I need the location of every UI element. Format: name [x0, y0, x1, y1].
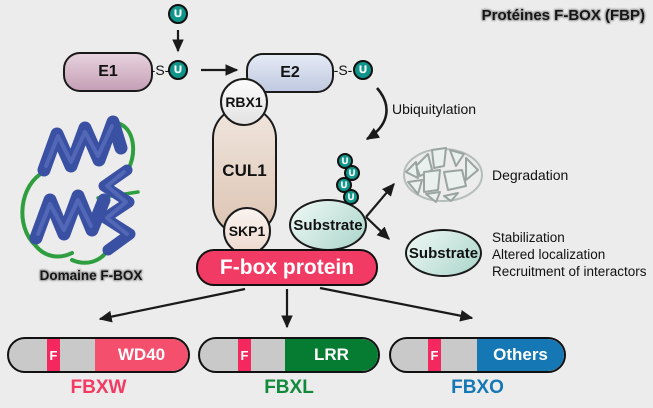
f-motif-stripe-fbxw: F [47, 339, 60, 371]
wd40-domain-section: WD40 [95, 339, 188, 371]
family-pill-fbxl: F LRR [198, 337, 380, 373]
f-motif-stripe-fbxo: F [428, 339, 441, 371]
family-label-fbxl: FBXL [264, 377, 314, 398]
family-label-fbxw: FBXW [70, 377, 127, 398]
ubiquitin-icon-e1: U [168, 60, 188, 80]
diagram-title: Protéines F-BOX (FBP) [481, 7, 645, 24]
thioester-linker-e2: -S- [333, 62, 353, 78]
ubiquitin-icon-free: U [168, 4, 188, 24]
ubiquitylation-label: Ubiquitylation [392, 101, 477, 117]
ubiquitin-icon-e2: U [353, 60, 373, 80]
skp1-adapter: SKP1 [223, 207, 271, 255]
ubiquitin-icon-chain-2: U [344, 165, 360, 181]
outcome-list: Stabilization Altered localization Recru… [492, 229, 647, 280]
outcome-recruitment: Recruitment of interactors [492, 264, 647, 279]
arrow-fbox-to-fbxw [98, 287, 246, 323]
arrow-substrate-to-degradation [365, 183, 395, 218]
e1-enzyme: E1 [63, 52, 153, 92]
thioester-linker-e1: -S- [150, 62, 170, 78]
rbx1-subunit: RBX1 [220, 78, 268, 126]
cul1-scaffold: CUL1 [212, 106, 277, 236]
domaine-fbox-label: Domaine F-BOX [39, 268, 143, 283]
family-pill-fbxw: F WD40 [7, 337, 190, 373]
arrow-substrate-to-stabilization [365, 216, 390, 240]
others-domain-section: Others [477, 339, 564, 371]
arrow-fbox-to-fbxo [319, 286, 474, 322]
arrow-ubiquitylation-curve [365, 87, 388, 141]
degradation-fragments [403, 147, 483, 203]
fbox-protein-bar: F-box protein [196, 249, 378, 286]
outcome-stabilization: Stabilization [492, 230, 565, 245]
ubiquitin-icon-chain-4: U [343, 189, 359, 205]
degradation-label: Degradation [492, 167, 569, 183]
outcome-altered-localization: Altered localization [492, 247, 606, 262]
substrate-ellipse: Substrate [289, 199, 367, 251]
f-motif-stripe-fbxl: F [238, 339, 251, 371]
lrr-domain-section: LRR [285, 339, 378, 371]
family-label-fbxo: FBXO [451, 377, 504, 398]
substrate-ellipse-stable: Substrate [405, 229, 482, 277]
family-pill-fbxo: F Others [389, 337, 566, 373]
fbox-ribbon-illustration [20, 115, 140, 265]
